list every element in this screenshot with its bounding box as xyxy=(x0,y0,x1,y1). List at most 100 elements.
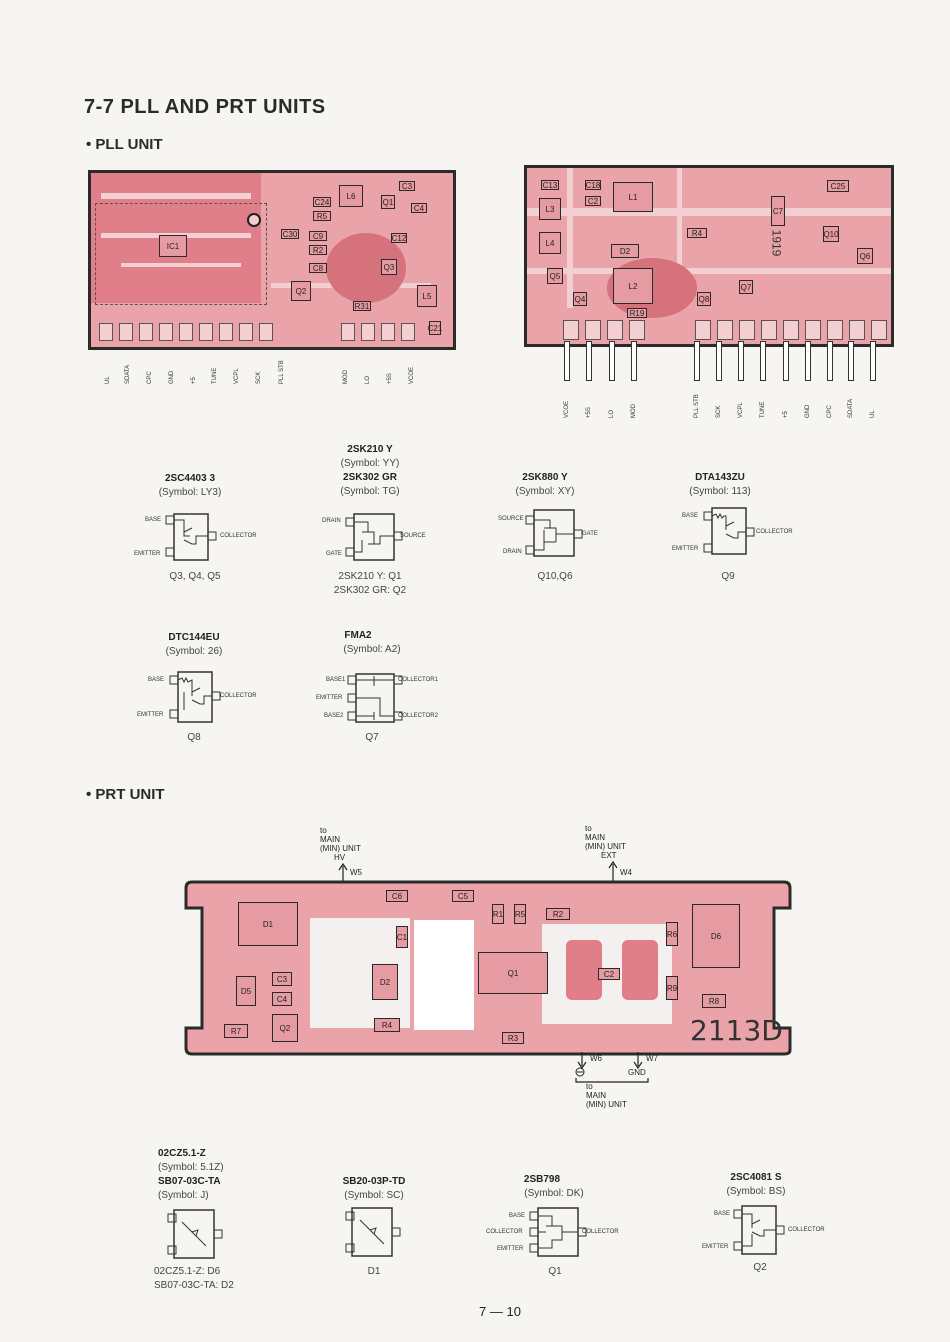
comp-dtc144eu-symbol: (Symbol: 26) xyxy=(165,646,223,657)
comp-2sk302-symbol: (Symbol: TG) xyxy=(340,486,400,497)
diode-02cz-diagram xyxy=(167,1209,223,1259)
label-drain-2: DRAIN xyxy=(322,518,341,524)
comp-2sk302-ref: 2SK302 GR: Q2 xyxy=(333,585,407,596)
note-gnd: GND xyxy=(628,1068,646,1077)
label-base-q1: BASE xyxy=(509,1213,526,1219)
label-collector-4: COLLECTOR xyxy=(756,529,793,535)
transistor-fma2-diagram xyxy=(347,673,403,723)
transistor-2sc4081-diagram xyxy=(733,1205,785,1255)
part-d6: D6 xyxy=(692,904,740,968)
label-base-4: BASE xyxy=(682,513,699,519)
comp-dta143zu-symbol: (Symbol: 113) xyxy=(689,486,751,497)
part-c1: C1 xyxy=(396,926,408,948)
comp-fma2-symbol: (Symbol: A2) xyxy=(343,644,401,655)
comp-2sc4081-symbol: (Symbol: BS) xyxy=(726,1186,786,1197)
label-base-5: BASE xyxy=(148,677,165,683)
note-bottom-main: MAIN xyxy=(586,1091,606,1100)
comp-sb20-symbol: (Symbol: SC) xyxy=(344,1190,404,1201)
part-q8: Q8 xyxy=(697,292,711,306)
part-r2-prt: R2 xyxy=(546,908,570,920)
label-collector-5: COLLECTOR xyxy=(220,693,257,699)
part-c4: C4 xyxy=(411,203,427,213)
label-collector2-6: COLLECTOR2 xyxy=(398,713,438,719)
note-w7: W7 xyxy=(646,1054,658,1063)
prt-section-heading: • PRT UNIT xyxy=(86,786,165,803)
part-r3: R3 xyxy=(502,1032,524,1044)
note-hv-unit: (MIN) UNIT xyxy=(320,844,361,853)
part-c5: C5 xyxy=(452,890,474,902)
pll-right-pin xyxy=(783,341,789,381)
part-c25: C25 xyxy=(827,180,849,192)
comp-02cz-ref: 02CZ5.1-Z: D6 xyxy=(154,1266,221,1277)
part-r5-prt: R5 xyxy=(514,904,526,924)
page-title: 7-7 PLL AND PRT UNITS xyxy=(84,96,326,118)
pll-left-pin-label: LO xyxy=(365,375,371,384)
pll-right-pin-label: +5S xyxy=(586,407,592,418)
pll-right-pin-label: +5 xyxy=(783,411,789,418)
prt-board-detail: D1 C6 C5 R1 R5 R2 C1 Q1 C2 C3 D5 C4 D2 Q… xyxy=(202,884,772,1050)
pll-left-pin-label: +5 xyxy=(191,377,197,384)
note-ext-label: EXT xyxy=(601,851,617,860)
coil-l1: L1 xyxy=(613,182,653,212)
coil-l6: L6 xyxy=(339,185,363,207)
pll-left-pin-label: VCPL xyxy=(234,368,240,384)
comp-2sc4403-symbol: (Symbol: LY3) xyxy=(158,487,222,498)
pll-left-pin-label: SDATA xyxy=(125,364,131,384)
note-bottom-unit: (MIN) UNIT xyxy=(586,1100,627,1109)
ic1: IC1 xyxy=(159,235,187,257)
coil-l2: L2 xyxy=(613,268,653,304)
part-d5: D5 xyxy=(236,976,256,1006)
comp-sb20-ref: D1 xyxy=(367,1266,381,1277)
part-q10: Q10 xyxy=(823,226,839,242)
part-q7: Q7 xyxy=(739,280,753,294)
part-c13: C13 xyxy=(541,180,559,190)
comp-2sk880-symbol: (Symbol: XY) xyxy=(515,486,575,497)
label-base-1: BASE xyxy=(145,517,162,523)
label-collector-q1-right: COLLECTOR xyxy=(582,1229,619,1235)
part-q1-prt: Q1 xyxy=(478,952,548,994)
part-q2-prt: Q2 xyxy=(272,1014,298,1042)
label-emitter-1: EMITTER xyxy=(134,551,161,557)
comp-2sk880-ref: Q10,Q6 xyxy=(537,571,573,582)
part-r2: R2 xyxy=(309,245,327,255)
comp-2sk302-name: 2SK302 GR xyxy=(343,472,397,483)
part-c2: C2 xyxy=(585,196,601,206)
pll-left-pin-label: +5S xyxy=(387,373,393,384)
comp-02cz-symbol: (Symbol: 5.1Z) xyxy=(158,1162,224,1173)
note-bottom: to MAIN (MIN) UNIT xyxy=(586,1082,627,1109)
pll-right-pin xyxy=(564,341,570,381)
label-source-2: SOURCE xyxy=(400,533,426,539)
pll-right-pin xyxy=(827,341,833,381)
part-q2: Q2 xyxy=(291,281,311,301)
fet-2sk210-diagram xyxy=(345,513,403,561)
coil-l5: L5 xyxy=(417,285,437,307)
pll-right-pin xyxy=(586,341,592,381)
pll-right-pin xyxy=(694,341,700,381)
part-q3: Q3 xyxy=(381,259,397,275)
pll-left-pin-label: VCOE xyxy=(409,366,415,384)
pll-left-pin-label: GND xyxy=(169,370,175,384)
comp-dtc144eu-name: DTC144EU xyxy=(168,632,220,643)
pll-left-pin-label: PLL STB xyxy=(279,360,285,384)
label-gate-2: GATE xyxy=(326,551,342,557)
part-q1: Q1 xyxy=(381,195,395,209)
comp-2sc4081-ref: Q2 xyxy=(753,1262,767,1273)
comp-fma2-ref: Q7 xyxy=(365,732,379,743)
label-base-q2: BASE xyxy=(714,1211,731,1217)
part-c8: C8 xyxy=(309,263,327,273)
note-ext-unit: (MIN) UNIT xyxy=(585,842,626,851)
comp-dtc144eu-ref: Q8 xyxy=(187,732,201,743)
part-d2: D2 xyxy=(611,244,639,258)
part-r1: R1 xyxy=(492,904,504,924)
part-r5: R5 xyxy=(313,211,331,221)
transistor-2sc4403-diagram xyxy=(165,513,217,561)
part-q6: Q6 xyxy=(857,248,873,264)
label-drain-3: DRAIN xyxy=(503,549,522,555)
comp-sb07-name: SB07-03C-TA xyxy=(158,1176,221,1187)
pll-right-pin-label: LO xyxy=(609,409,615,418)
label-source-3: SOURCE xyxy=(498,516,524,522)
transistor-dtc144eu-diagram xyxy=(169,671,221,723)
pll-right-pin-label: SCK xyxy=(716,405,722,418)
transistor-dta143zu-diagram xyxy=(703,507,755,555)
part-q5: Q5 xyxy=(547,268,563,284)
